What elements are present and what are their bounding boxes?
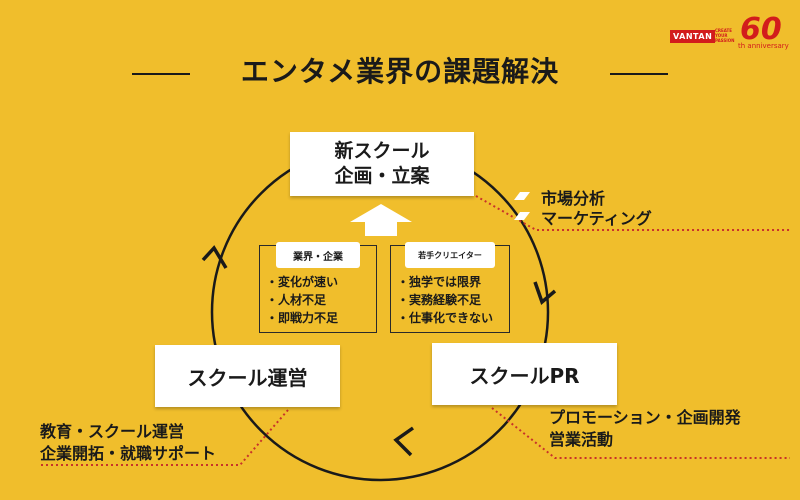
- leader-promotion: [491, 407, 790, 459]
- stripe-icon: [514, 212, 530, 220]
- title-rule-left: [132, 73, 190, 75]
- school-operation-box: スクール運営: [155, 345, 340, 407]
- logo-anniversary: th anniversary: [738, 42, 789, 50]
- logo-brand: VANTAN: [670, 30, 716, 43]
- new-school-planning-box: 新スクール 企画・立案: [290, 132, 474, 196]
- industry-tag: 業界・企業: [276, 242, 360, 268]
- leader-operations: [40, 409, 289, 466]
- industry-item: ・即戦力不足: [266, 311, 339, 325]
- box-left-label: スクール運営: [187, 365, 308, 390]
- operations-line2: 企業開拓・就職サポート: [40, 444, 217, 463]
- creators-tag: 若手クリエイター: [405, 242, 495, 268]
- creators-item: ・実務経験不足: [397, 293, 482, 307]
- operations-line1: 教育・スクール運営: [40, 422, 185, 441]
- page-title: エンタメ業界の課題解決: [240, 55, 560, 88]
- promotion-line1: プロモーション・企画開発: [549, 408, 741, 427]
- cycle-arrow-bottom-icon: [393, 426, 415, 457]
- box-top-line2: 企画・立案: [334, 165, 430, 187]
- cycle-arrow-left-icon: [201, 245, 228, 269]
- cycle-arrow-right-icon: [533, 281, 557, 305]
- logo-number: 60: [740, 12, 782, 47]
- marketing-item: マーケティング: [541, 209, 652, 228]
- promotion-line2: 営業活動: [549, 430, 614, 449]
- title-rule-right: [610, 73, 668, 75]
- box-top-line1: 新スクール: [334, 140, 430, 162]
- logo-tagline: CREATE YOUR PASSION: [715, 28, 735, 43]
- box-right-label: スクールPR: [469, 363, 580, 388]
- creators-item: ・仕事化できない: [397, 311, 494, 325]
- stripe-icon: [514, 192, 530, 200]
- creators-item: ・独学では限界: [397, 275, 482, 289]
- up-arrow-icon: [350, 204, 412, 236]
- school-pr-box: スクールPR: [432, 343, 617, 405]
- vantan-logo: VANTAN CREATE YOUR PASSION 60 th anniver…: [670, 12, 790, 50]
- industry-item: ・変化が速い: [266, 275, 339, 289]
- industry-item: ・人材不足: [266, 293, 327, 307]
- marketing-item: 市場分析: [541, 189, 606, 208]
